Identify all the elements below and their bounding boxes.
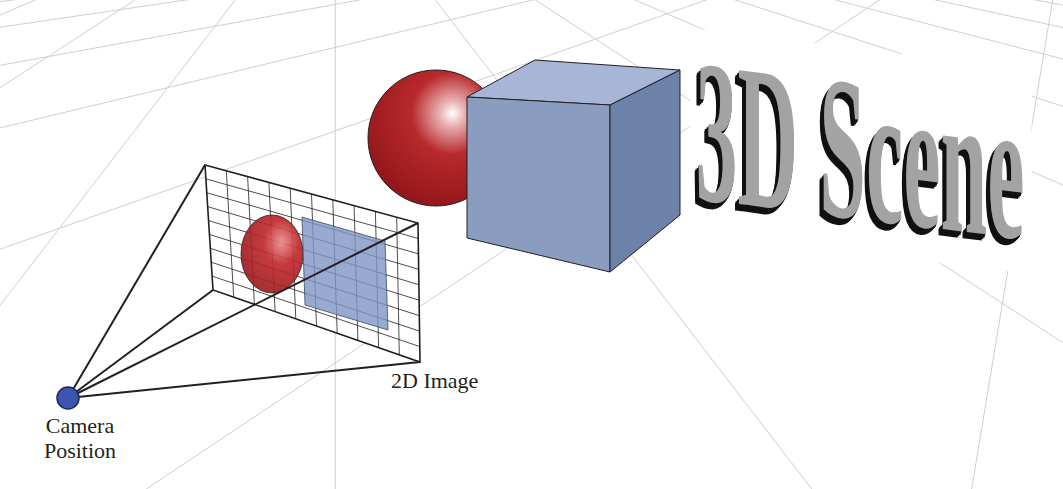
floor-grid-line [0,0,204,489]
floor-grid-line [0,0,304,489]
floor-grid-line [0,0,756,65]
floor-grid-line [400,0,1063,489]
floor-grid-line [454,0,1063,489]
floor-grid-line [0,0,325,489]
floor-grid-line [440,0,1063,489]
camera-label: Camera Position [22,413,138,464]
floor-grid-line [0,0,793,489]
image-label: 2D Image [388,368,481,393]
view-ray [68,223,418,398]
floor-grid-line [0,0,244,489]
view-ray [68,362,420,398]
cube-side-face [610,70,680,272]
floor-grid-line [383,0,1063,489]
floor-grid-line [424,0,1063,489]
floor-grid-line [416,0,1063,489]
floor-grid-line [0,0,190,489]
floor-grid-line [374,0,1063,489]
floor-grid-line [0,0,1037,489]
pixel-grid-line [226,171,233,297]
projected-sphere [241,215,303,293]
image-plane-fill [205,165,420,362]
floor-grid-line [364,0,1063,489]
cube-front-face [467,97,610,272]
floor-grid-line [432,0,1063,489]
floor-grid-line [0,0,231,489]
scene-title: 3D Scene [690,28,1032,274]
view-ray [68,290,213,398]
floor-grid-line [0,0,160,489]
pixel-grid-line [397,217,400,355]
floor-grid-line [447,0,1063,489]
camera-frustum [57,165,420,409]
floor-grid-line [408,0,1063,489]
floor-grid-line [0,0,218,489]
floor-grid-line [565,0,1063,341]
camera-dot [57,387,79,409]
floor-grid-line [0,0,745,14]
floor-grid-line [461,0,1063,489]
image-plane-border [205,165,420,362]
floor-grid-line [0,0,780,489]
floor-grid-line [0,0,175,489]
floor-grid-line [584,0,1063,29]
floor-grid-line [391,0,1063,489]
floor-grid-line [0,0,807,489]
floor-grid-line [355,0,1063,489]
